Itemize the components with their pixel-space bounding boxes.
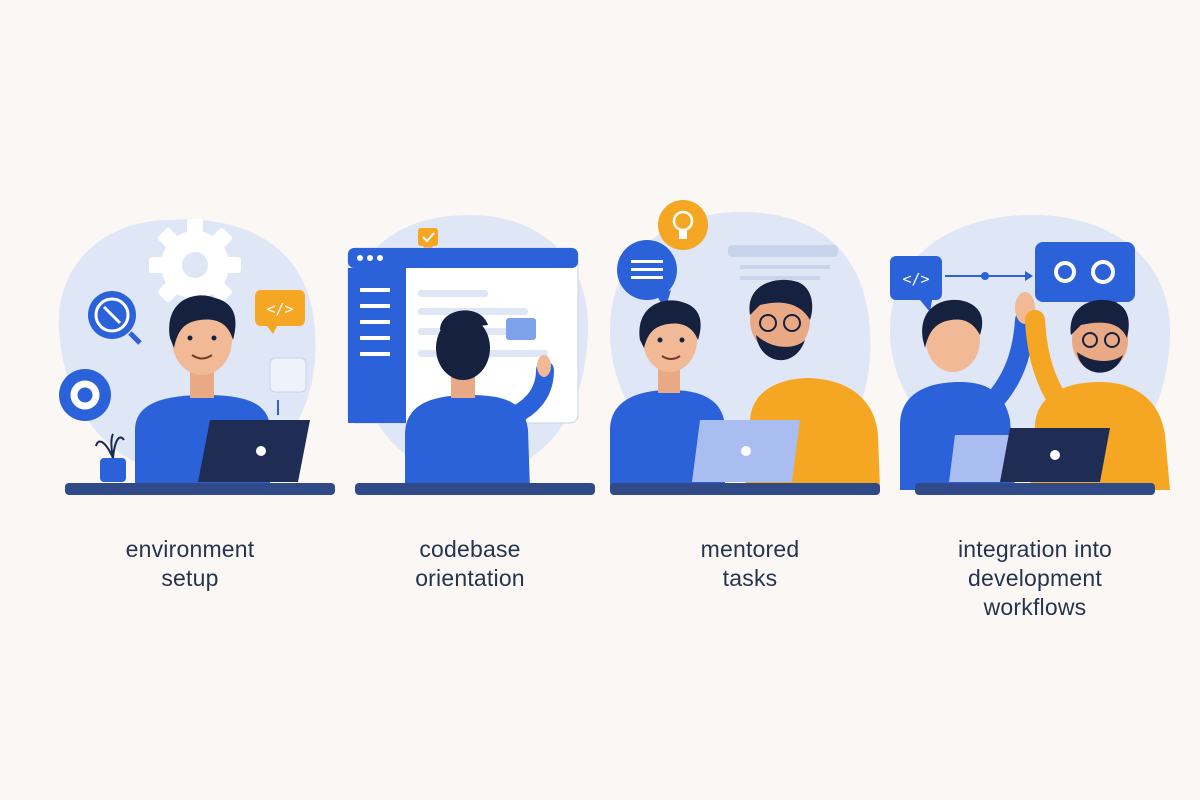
bug-search-icon [88,291,142,345]
plant-icon [95,433,126,482]
step-caption: mentored tasks [700,536,800,591]
laptop-icon [692,420,800,482]
environment-setup-illustration: </> [58,219,335,495]
step-caption: environment setup [125,536,255,591]
step-integration-workflows: </> [885,0,1185,800]
mentored-tasks-illustration [610,200,880,495]
settings-gear-icon [59,369,111,421]
step-caption: integration into development workflows [957,536,1113,620]
svg-text:</>: </> [902,270,929,288]
gear-icon [149,219,241,311]
step-mentored-tasks: mentored tasks [600,0,900,800]
step-caption: codebase orientation [415,536,525,591]
integration-workflows-illustration: </> [890,214,1170,495]
step-codebase-orientation: codebase orientation [320,0,620,800]
developer-person [405,310,554,490]
laptop-icon [198,420,310,482]
laptop-icon [949,435,1015,482]
step-environment-setup: </> [40,0,340,800]
chat-bubble-icon [617,240,677,310]
laptop-icon [1000,428,1110,482]
code-bubble-icon: </> [890,256,942,312]
svg-text:</>: </> [266,300,293,318]
code-bubble-icon: </> [255,290,305,334]
lightbulb-icon [658,200,708,250]
codebase-orientation-illustration [347,215,595,495]
